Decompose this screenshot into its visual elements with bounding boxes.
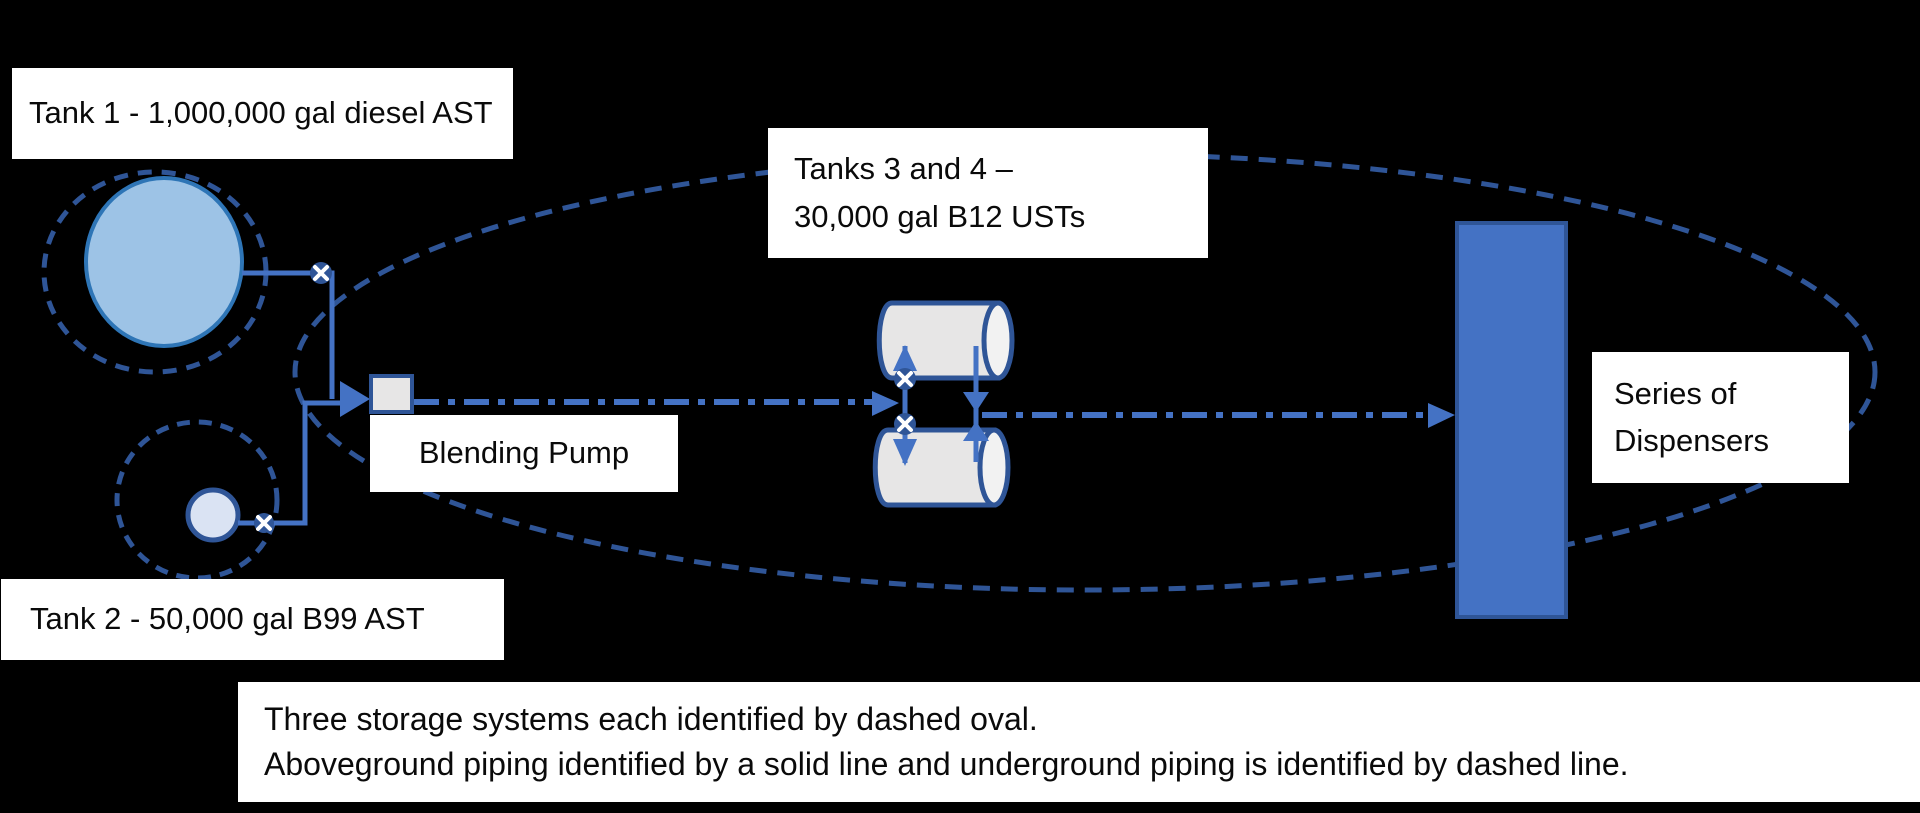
valve-icon (894, 368, 916, 390)
flow-arrow-icon (893, 345, 917, 371)
ust-suction-junction (963, 346, 989, 462)
tank2-ast-circle (185, 487, 241, 543)
ust-fill-manifold (893, 345, 917, 466)
tank2-label-box: Tank 2 - 50,000 gal B99 AST (1, 579, 504, 660)
tank2-aboveground-pipe (238, 400, 340, 526)
tank1-ast-circle (84, 176, 244, 348)
ust-tank4-end-cap (977, 427, 1011, 508)
dispensers-label-line1: Series of (1614, 376, 1737, 411)
flow-arrow-icon (963, 421, 989, 441)
flow-arrow-icon (872, 391, 899, 416)
blending-pump-shape (369, 374, 414, 414)
ust-tank3-end-cap (981, 300, 1015, 381)
ust-system-containment-oval (292, 151, 1878, 593)
blending-pump-label: Blending Pump (418, 435, 630, 471)
flow-arrow-icon (963, 392, 989, 412)
tank2-containment-oval (114, 419, 280, 581)
legend-caption-box: Three storage systems each identified by… (238, 682, 1920, 802)
dispenser-bar-shape (1455, 221, 1568, 619)
tank1-aboveground-pipe (242, 270, 335, 399)
tank2-label: Tank 2 - 50,000 gal B99 AST (30, 601, 425, 637)
tank1-label-box: Tank 1 - 1,000,000 gal diesel AST (12, 68, 513, 159)
flow-arrow-icon (1428, 403, 1455, 428)
tank1-label: Tank 1 - 1,000,000 gal diesel AST (29, 95, 493, 131)
valve-icon (894, 413, 916, 435)
flow-arrow-icon (340, 381, 370, 417)
valve-icon (310, 262, 332, 284)
tanks34-label-line2: 30,000 gal B12 USTs (794, 199, 1086, 234)
tanks34-label-box: Tanks 3 and 4 – 30,000 gal B12 USTs (768, 128, 1208, 258)
dispensers-label-box: Series of Dispensers (1592, 352, 1849, 483)
flow-arrow-icon (893, 439, 917, 466)
caption-line1: Three storage systems each identified by… (264, 700, 1038, 737)
caption-line2: Aboveground piping identified by a solid… (264, 746, 1629, 782)
valve-icon (254, 513, 274, 533)
tanks34-label-line1: Tanks 3 and 4 – (794, 150, 1013, 186)
blending-pump-label-box: Blending Pump (370, 415, 678, 492)
dispensers-label-line2: Dispensers (1614, 422, 1770, 458)
